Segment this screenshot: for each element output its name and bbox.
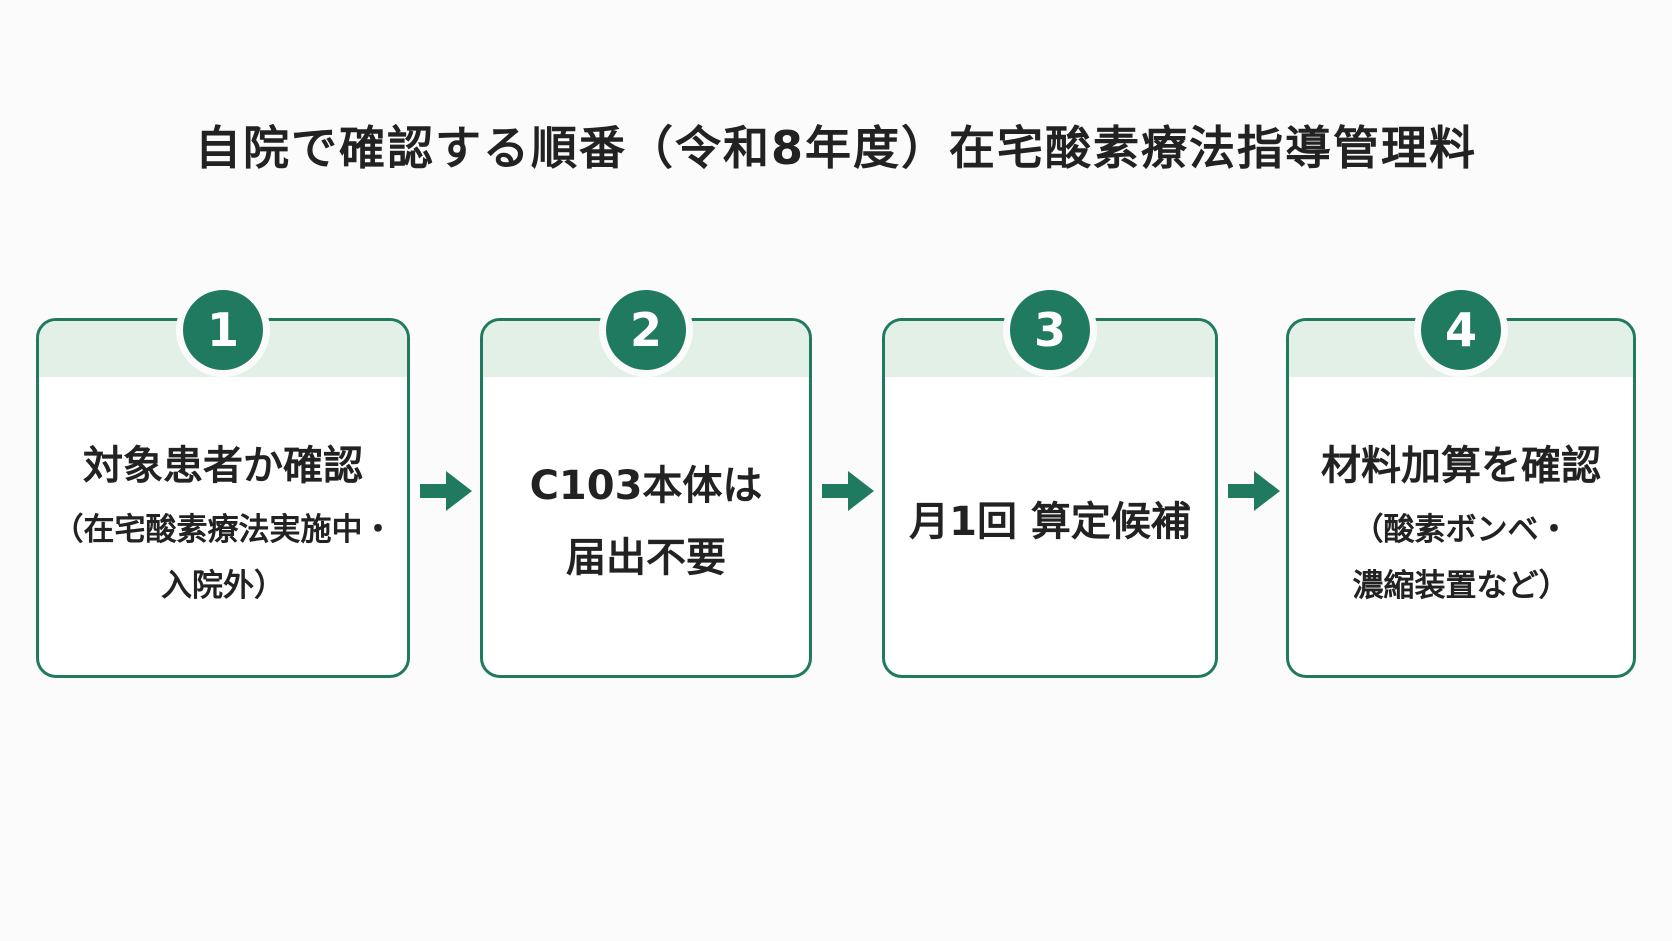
step-main-text: C103本体は xyxy=(529,463,763,509)
arrow-right-icon xyxy=(1228,471,1280,511)
card-body: 対象患者か確認 （在宅酸素療法実施中・ 入院外） xyxy=(39,377,407,675)
step-number-badge-4: 4 xyxy=(1414,283,1508,377)
step-sub-text: （在宅酸素療法実施中・ xyxy=(52,512,394,548)
card-body: 材料加算を確認 （酸素ボンベ・ 濃縮装置など） xyxy=(1289,377,1633,675)
card-body: C103本体は 届出不要 xyxy=(483,377,809,675)
step-number-badge-2: 2 xyxy=(599,283,693,377)
step-number-badge-1: 1 xyxy=(176,283,270,377)
step-sub-text: 入院外） xyxy=(161,568,285,604)
step-card-3: 月1回 算定候補 xyxy=(882,318,1218,678)
arrow-right-icon xyxy=(822,471,874,511)
step-card-1: 対象患者か確認 （在宅酸素療法実施中・ 入院外） xyxy=(36,318,410,678)
step-sub-text: （酸素ボンベ・ xyxy=(1352,512,1570,548)
card-body: 月1回 算定候補 xyxy=(885,377,1215,675)
step-main-text: 材料加算を確認 xyxy=(1321,443,1601,489)
step-main-text: 対象患者か確認 xyxy=(83,443,363,489)
step-main-text: 月1回 算定候補 xyxy=(909,499,1191,545)
page-title: 自院で確認する順番（令和8年度）在宅酸素療法指導管理料 xyxy=(194,121,1477,175)
step-sub-text: 濃縮装置など） xyxy=(1352,568,1570,604)
step-main-text: 届出不要 xyxy=(566,535,726,581)
arrow-right-icon xyxy=(420,471,472,511)
step-number-badge-3: 3 xyxy=(1003,283,1097,377)
